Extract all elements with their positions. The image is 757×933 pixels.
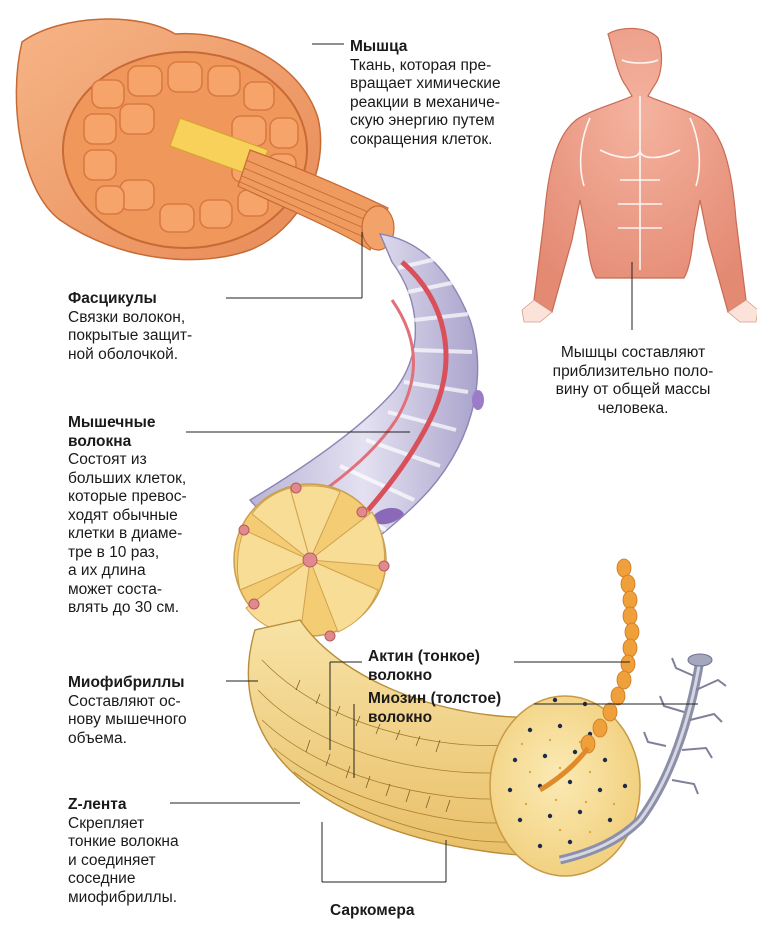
label-myofibrils-text: Составляют ос- нову мышечного объема. (68, 692, 187, 747)
label-body-note: Мышцы составляют приблизительно поло- ви… (528, 344, 738, 418)
label-fibers-title: Мышечные волокна (68, 414, 156, 450)
label-fascicles-text: Связки волокон, покрытые защит- ной обол… (68, 308, 193, 363)
label-myosin: Миозин (толстое) волокно (368, 690, 501, 727)
label-fibers: Мышечные волокна Состоят из больших клет… (68, 414, 187, 618)
human-torso-illustration (521, 27, 757, 323)
label-myofibrils-title: Миофибриллы (68, 674, 185, 691)
label-body-note-text: Мышцы составляют приблизительно поло- ви… (552, 344, 714, 417)
myofibril-illustration (247, 558, 727, 877)
label-myosin-title: Миозин (толстое) волокно (368, 690, 502, 726)
label-muscle-text: Ткань, которая пре- вращает химические р… (350, 56, 501, 148)
label-myofibrils: Миофибриллы Составляют ос- нову мышечног… (68, 674, 187, 748)
label-zline: Z-лента Скрепляет тонкие волокна и соеди… (68, 796, 179, 907)
label-muscle: Мышца Ткань, которая пре- вращает химиче… (350, 38, 501, 149)
label-actin: Актин (тонкое) волокно (368, 648, 480, 685)
label-fascicles: Фасцикулы Связки волокон, покрытые защит… (68, 290, 192, 364)
muscle-fiber-illustration (233, 233, 484, 642)
label-zline-text: Скрепляет тонкие волокна и соединяет сос… (68, 814, 179, 906)
leader-lines (170, 43, 698, 883)
label-muscle-title: Мышца (350, 38, 408, 55)
muscle-illustration (15, 18, 395, 261)
label-sarcomere-title: Саркомера (330, 902, 415, 919)
label-fibers-text: Состоят из больших клеток, которые прево… (68, 451, 187, 616)
label-sarcomere: Саркомера (330, 902, 414, 921)
label-fascicles-title: Фасцикулы (68, 290, 157, 307)
label-zline-title: Z-лента (68, 796, 127, 813)
label-actin-title: Актин (тонкое) волокно (368, 648, 480, 684)
